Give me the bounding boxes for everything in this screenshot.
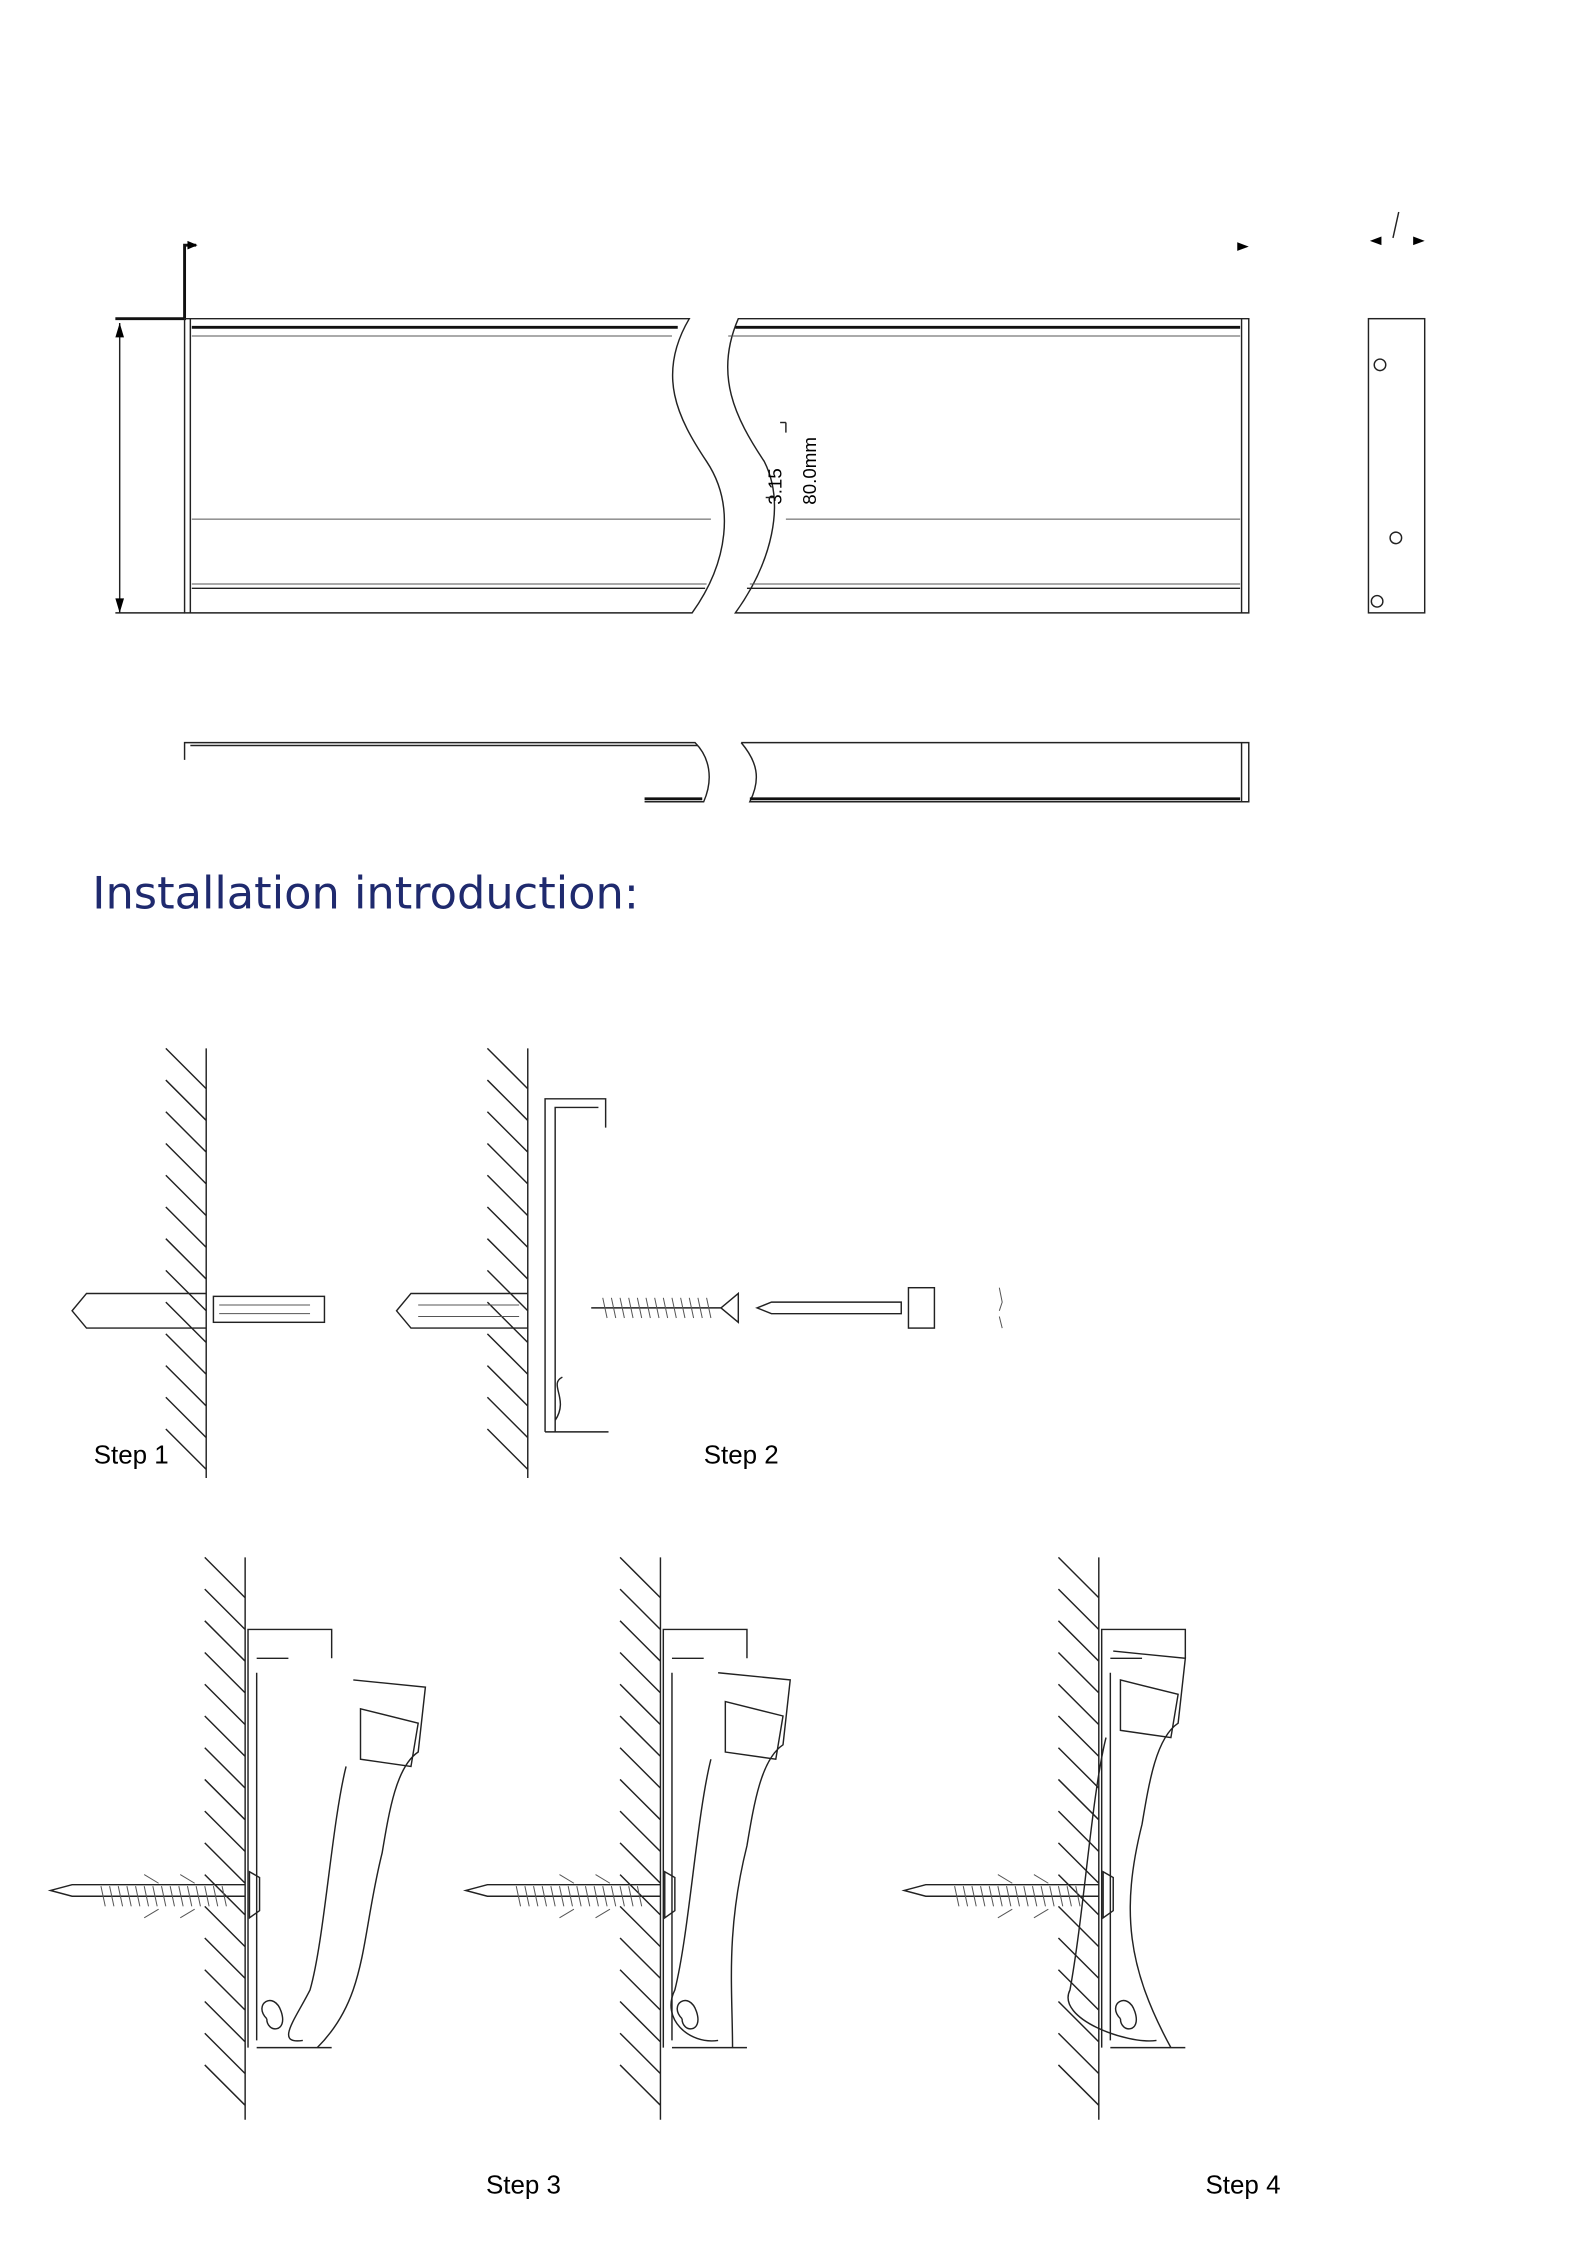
anchor: [559, 1874, 611, 1919]
installation-diagrams: [165, 1047, 1100, 2120]
step-3-label: Step 3: [486, 2171, 561, 2199]
profile-bottom-view: [183, 741, 1250, 803]
section-title: Installation introduction:: [92, 867, 639, 919]
wall-hatching: [619, 1556, 662, 2120]
screw-thread: [515, 1886, 643, 1907]
base-profile: [247, 1628, 333, 2049]
wall-hatching: [165, 1047, 207, 1479]
step-diagram: [462, 1628, 792, 2049]
step-diagram: [901, 1628, 1187, 2049]
dimension-height: 80.0mm: [799, 437, 820, 505]
step-4-label: Step 4: [1206, 2171, 1281, 2199]
cover-profile: [288, 1679, 427, 2049]
cover-profile: [670, 1672, 792, 2048]
screw-thread: [954, 1886, 1081, 1907]
anchor: [143, 1874, 195, 1919]
base-profile: [1100, 1628, 1187, 2049]
base-profile: [662, 1628, 748, 2049]
step-1-label: Step 1: [94, 1442, 169, 1470]
cover-profile: [1067, 1650, 1187, 2048]
wall-hatching: [1057, 1556, 1100, 2120]
profile-front-view: 3.15 80.0mm: [115, 240, 1250, 614]
wall-hatching: [486, 1047, 529, 1479]
dimension-thickness: 3.15: [765, 468, 786, 504]
step-2-label: Step 2: [704, 1442, 779, 1470]
profile-side-view: [1367, 211, 1426, 614]
screw-thread: [100, 1886, 227, 1907]
anchor: [997, 1874, 1049, 1919]
step2-diagram: [395, 1098, 1003, 1433]
wall-hatching: [204, 1556, 246, 2120]
step-diagram: [47, 1628, 427, 2049]
step1-diagram: [71, 1292, 326, 1329]
